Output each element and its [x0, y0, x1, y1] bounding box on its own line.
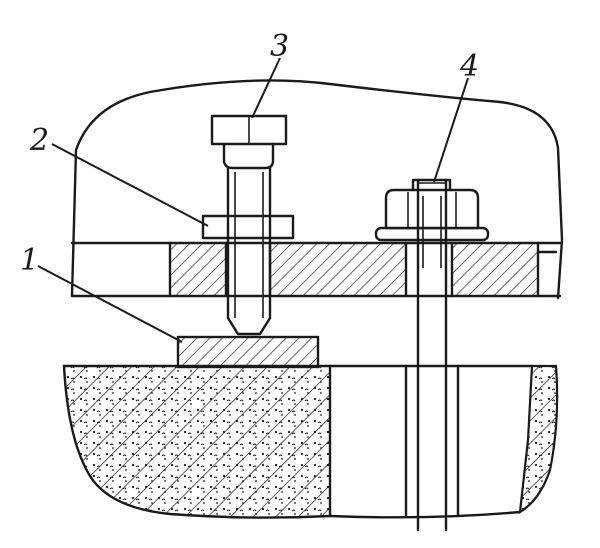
bolt-3: [210, 114, 288, 336]
leader-3: [251, 57, 281, 119]
callout-2: 2: [29, 123, 49, 158]
leader-1: [37, 265, 183, 343]
bolt-4: [374, 178, 490, 532]
leader-4: [433, 77, 469, 183]
casting-outline: [70, 79, 564, 300]
table-plate: [70, 241, 562, 298]
pad-plate-1: [176, 335, 320, 369]
callout-4: 4: [459, 49, 479, 84]
concrete-foundation: [62, 364, 559, 519]
leader-2: [51, 143, 209, 227]
callout-1: 1: [20, 243, 39, 278]
washer-2: [201, 214, 295, 240]
callout-3: 3: [270, 29, 289, 64]
